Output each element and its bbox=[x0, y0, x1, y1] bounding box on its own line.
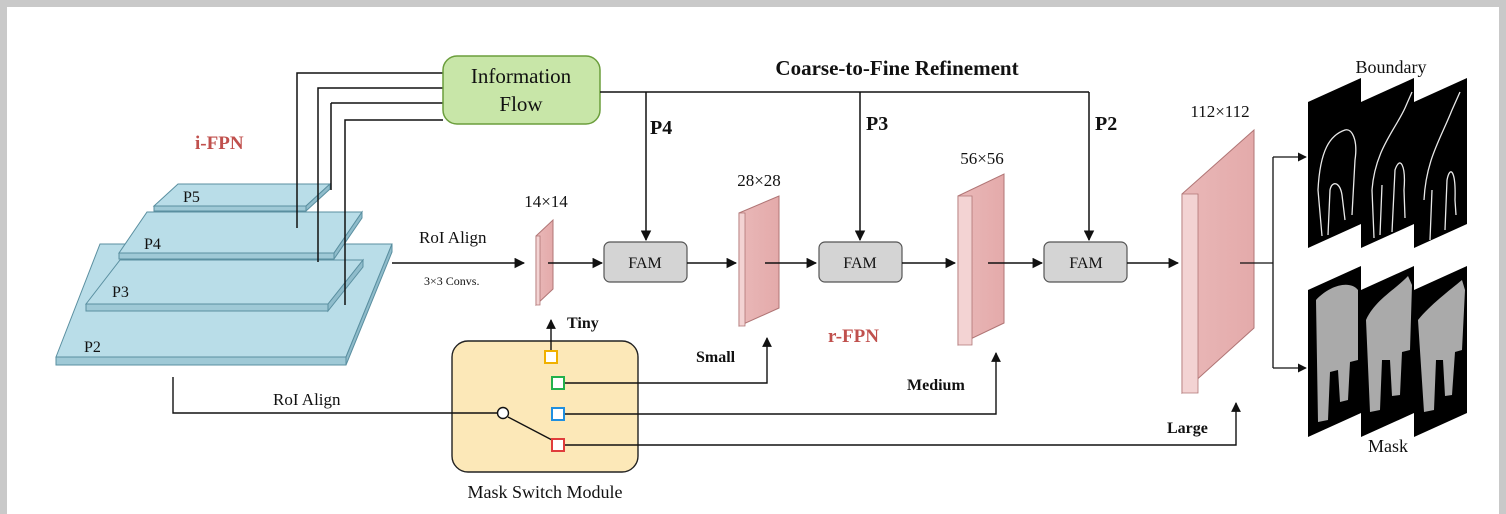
size-label-112: 112×112 bbox=[1190, 102, 1249, 121]
switch-node-large bbox=[551, 438, 565, 452]
size-label-56: 56×56 bbox=[960, 149, 1004, 168]
scale-label-small: Small bbox=[696, 349, 736, 366]
output-branches bbox=[1240, 152, 1307, 373]
feature-56 bbox=[957, 173, 1005, 346]
roi-align-bottom-label: RoI Align bbox=[273, 390, 341, 409]
scale-label-large: Large bbox=[1167, 420, 1208, 437]
switch-wiring bbox=[172, 319, 1241, 446]
fam-box-3: FAM bbox=[1043, 241, 1128, 283]
level-label-p2: P2 bbox=[84, 339, 101, 356]
input-label-p4: P4 bbox=[650, 117, 672, 139]
level-label-p3: P3 bbox=[112, 284, 129, 301]
roi-align-top-label: RoI Align bbox=[419, 228, 487, 247]
ifpn-title: i-FPN bbox=[195, 133, 244, 154]
convs-label: 3×3 Convs. bbox=[424, 274, 479, 288]
switch-node-medium bbox=[551, 407, 565, 421]
mask-switch-module bbox=[451, 340, 639, 473]
feature-14 bbox=[535, 218, 554, 307]
switch-pivot bbox=[496, 406, 510, 420]
boundary-images bbox=[1308, 78, 1467, 248]
fam-box-1: FAM bbox=[603, 241, 688, 283]
size-label-28: 28×28 bbox=[737, 171, 781, 190]
pyramid-input-lines bbox=[600, 91, 1095, 242]
size-label-14: 14×14 bbox=[524, 192, 568, 211]
input-label-p2: P2 bbox=[1095, 113, 1117, 135]
info-flow-connectors bbox=[296, 72, 443, 305]
switch-node-small bbox=[551, 376, 565, 390]
information-flow-box: Information Flow bbox=[442, 55, 601, 125]
level-label-p4: P4 bbox=[144, 236, 161, 253]
level-p5-plate bbox=[152, 182, 332, 213]
info-flow-line2: Flow bbox=[499, 92, 543, 116]
mask-label: Mask bbox=[1368, 436, 1408, 456]
scale-label-medium: Medium bbox=[907, 377, 965, 394]
level-label-p5: P5 bbox=[183, 189, 200, 206]
ifpn-pyramid: P5 P4 P3 P2 i-FPN bbox=[55, 133, 393, 366]
boundary-label: Boundary bbox=[1356, 57, 1427, 77]
scale-label-tiny: Tiny bbox=[567, 315, 599, 332]
input-label-p3: P3 bbox=[866, 113, 888, 135]
level-p3-plate bbox=[84, 258, 365, 313]
rfpn-label: r-FPN bbox=[828, 326, 879, 347]
coarse-to-fine-title: Coarse-to-Fine Refinement bbox=[775, 56, 1018, 80]
mask-images bbox=[1308, 266, 1467, 437]
fam-label-2: FAM bbox=[843, 255, 877, 272]
info-flow-line1: Information bbox=[471, 64, 572, 88]
mask-switch-label: Mask Switch Module bbox=[468, 482, 623, 502]
feature-28 bbox=[738, 195, 780, 327]
fam-box-2: FAM bbox=[818, 241, 903, 283]
level-p4-plate bbox=[118, 210, 363, 261]
fam-label-1: FAM bbox=[628, 255, 662, 272]
fam-label-3: FAM bbox=[1069, 255, 1103, 272]
switch-node-tiny bbox=[544, 350, 558, 364]
feature-112 bbox=[1181, 128, 1255, 395]
